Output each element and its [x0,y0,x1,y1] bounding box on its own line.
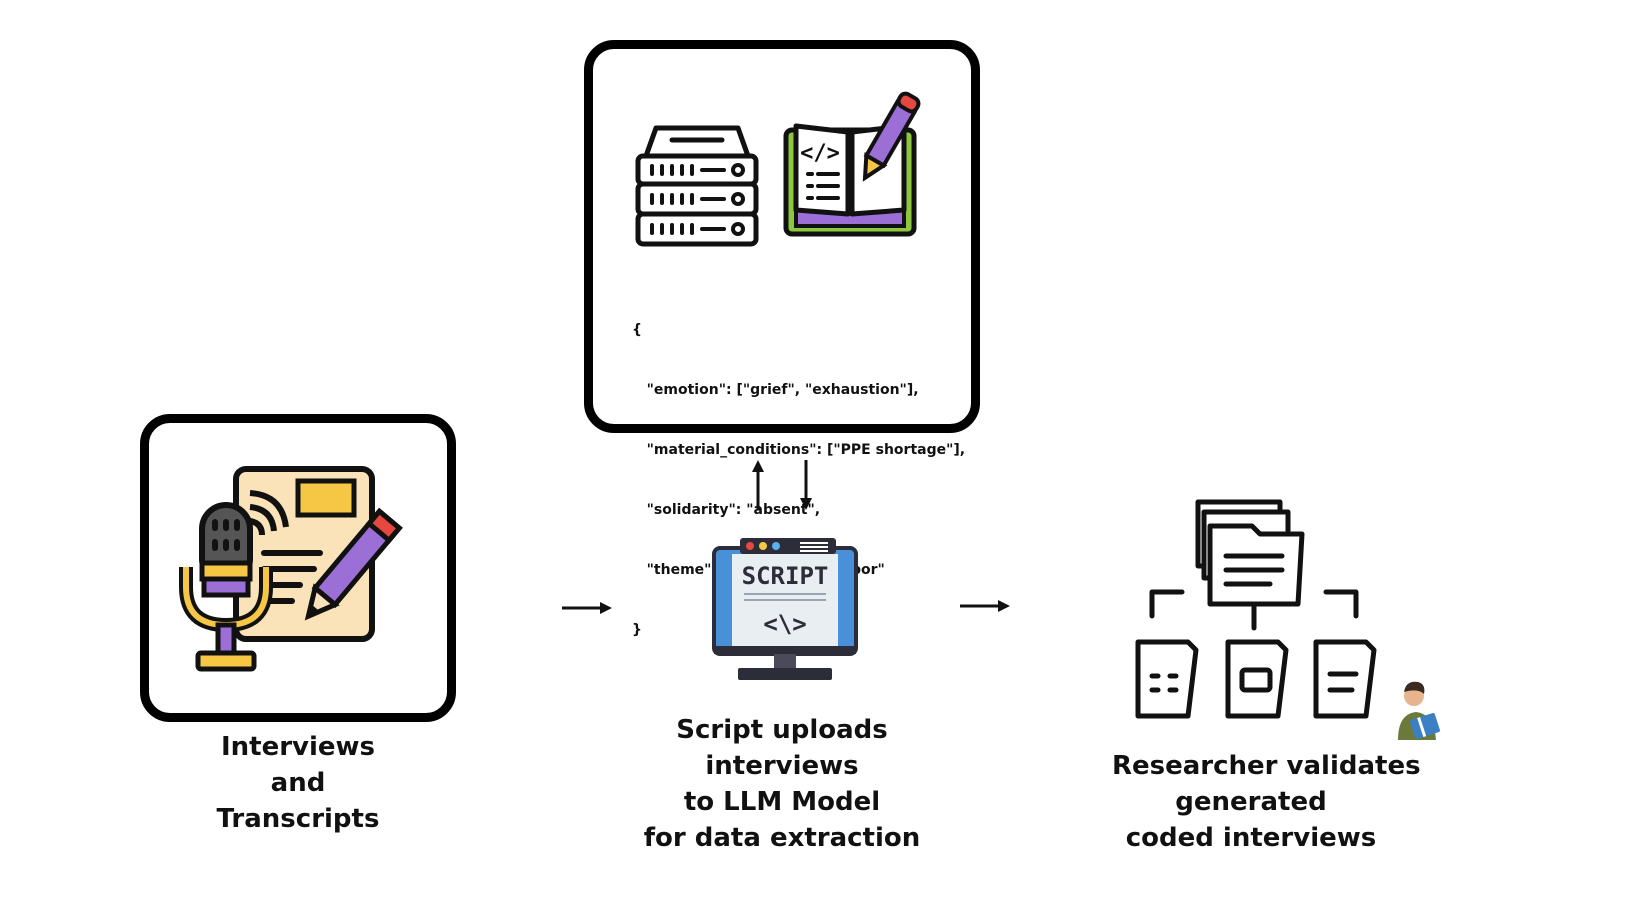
caption-line: Script uploads [676,715,888,745]
json-line: "emotion": ["grief", "exhaustion"], [632,382,919,398]
microphone-transcript-pencil-icon [179,466,403,672]
codebook-pencil-icon: </> [783,91,921,237]
arrow-right-icon [562,602,612,614]
researcher-reading-icon [1398,681,1440,740]
caption-line: for data extraction [643,823,921,853]
script-caption: Script uploads interviews to LLM Model f… [632,712,932,856]
caption-line: coded interviews [1125,823,1377,853]
caption-line: Researcher validates [1112,751,1421,781]
caption-line: and [270,768,326,798]
server-icon [635,125,759,247]
json-line: { [632,322,642,338]
script-code-glyph: <\> [763,610,806,638]
codebook-code-glyph: </> [800,141,840,166]
json-line: "material_conditions": ["PPE shortage"], [632,442,966,458]
caption-line: Interviews [220,732,376,762]
folder-hierarchy-icon [1135,499,1377,719]
json-line: "solidarity": "absent", [632,502,821,518]
caption-line: Transcripts [216,804,380,834]
json-line: } [632,622,642,638]
arrow-up-icon [752,460,764,510]
script-monitor-icon: SCRIPT <\> [712,538,858,680]
caption-line: interviews [705,751,859,781]
caption-line: generated [1175,787,1327,817]
arrow-right-icon [960,600,1010,612]
interviews-caption: Interviews and Transcripts [198,729,398,837]
arrow-down-icon [800,460,812,510]
researcher-caption: Researcher validates generated coded int… [1112,748,1421,856]
caption-line: to LLM Model [683,787,881,817]
script-label: SCRIPT [742,562,829,590]
